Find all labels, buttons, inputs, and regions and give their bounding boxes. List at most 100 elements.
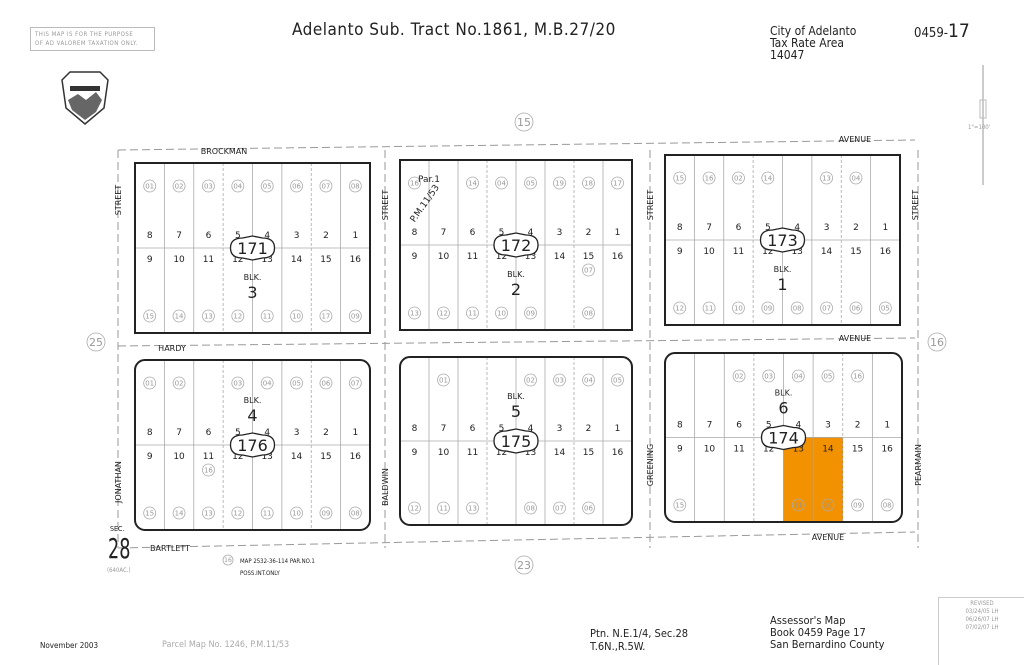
revision-box: REVISED 03/24/05 LH 06/26/07 LH 07/02/07… bbox=[938, 597, 1024, 665]
map-title: Adelanto Sub. Tract No.1861, M.B.27/20 bbox=[292, 20, 616, 40]
parcel-number: 08 bbox=[793, 304, 802, 312]
parcel-number-circle bbox=[143, 506, 157, 520]
lot-number: 12 bbox=[496, 252, 507, 262]
parcel-number-circle bbox=[821, 369, 835, 383]
parcel-number-circle bbox=[851, 498, 864, 512]
lot-number: 2 bbox=[855, 421, 861, 431]
lot-number: 6 bbox=[470, 228, 476, 238]
tax-rate-area-number: 14047 bbox=[770, 48, 805, 62]
parcel-number-circle bbox=[582, 306, 595, 320]
parcel-number: 02 bbox=[735, 372, 744, 380]
parcel-number: 10 bbox=[734, 304, 743, 312]
parcel-number-circle bbox=[553, 501, 566, 515]
parcel-number-circle bbox=[495, 306, 508, 320]
lot-number: 15 bbox=[583, 252, 594, 262]
parcel-number-circle bbox=[761, 301, 775, 315]
book-page-number: 172 bbox=[501, 236, 532, 255]
parcel-number: 08 bbox=[351, 509, 360, 517]
street-name-street: STREET bbox=[381, 190, 390, 221]
assessor-line: Assessor's Map bbox=[770, 614, 846, 627]
block-boundary bbox=[664, 154, 901, 326]
parcel-number-circle bbox=[437, 501, 450, 515]
parcel-number-circle bbox=[702, 301, 716, 315]
book-page-badge bbox=[493, 232, 539, 258]
lot-number: 14 bbox=[291, 255, 303, 265]
parcel-number: 12 bbox=[439, 309, 448, 317]
parcel-number-circle bbox=[880, 498, 894, 512]
parcel-number-circle bbox=[172, 376, 186, 390]
parcel-number: 14 bbox=[468, 179, 477, 187]
lot-number: 3 bbox=[825, 421, 831, 431]
lot-number: 1 bbox=[884, 421, 890, 431]
street-name-avenue: AVENUE bbox=[839, 334, 871, 343]
lot-number: 7 bbox=[706, 223, 712, 233]
parcel-number-circle bbox=[231, 179, 245, 193]
parcel-number: 05 bbox=[292, 379, 301, 387]
parcel-number: 19 bbox=[555, 179, 564, 187]
revision-entry: 06/26/07 LH bbox=[965, 616, 999, 623]
parcel-number: 09 bbox=[853, 501, 862, 509]
block-boundary bbox=[134, 162, 371, 334]
lot-number: 13 bbox=[793, 445, 804, 455]
parcel-number: 03 bbox=[764, 372, 773, 380]
street-name-bartlett: BARTLETT bbox=[150, 544, 190, 553]
lot-number: 9 bbox=[412, 252, 418, 262]
parcel-number: 04 bbox=[497, 179, 506, 187]
lot-number: 2 bbox=[586, 228, 592, 238]
block-label: BLK. bbox=[244, 273, 262, 282]
parcel-number: 13 bbox=[468, 504, 477, 512]
parcel-number-circle bbox=[202, 179, 215, 193]
lot-number: 3 bbox=[824, 223, 830, 233]
parcel-number: 04 bbox=[794, 372, 803, 380]
parcel-number: 05 bbox=[613, 376, 622, 384]
parcel-number-circle bbox=[849, 171, 863, 185]
section-number: 28 bbox=[108, 532, 131, 565]
lot-number: 10 bbox=[173, 452, 185, 462]
note-parcel-circle bbox=[222, 554, 234, 566]
lot-number: 12 bbox=[496, 448, 507, 458]
lot-number: 1 bbox=[882, 223, 888, 233]
parcel-number: 01 bbox=[145, 182, 154, 190]
parcel-number-circle bbox=[437, 373, 450, 387]
parcel-number-circle bbox=[820, 171, 833, 185]
revision-entry: 07/02/07 LH bbox=[965, 624, 999, 631]
parcel-number: 12 bbox=[233, 312, 242, 320]
lot-number: 8 bbox=[412, 228, 418, 238]
block-number: 2 bbox=[511, 280, 521, 299]
parcel-number-circle bbox=[790, 301, 804, 315]
lot-number: 6 bbox=[206, 428, 212, 438]
lot-number: 16 bbox=[612, 448, 624, 458]
lot-number: 14 bbox=[821, 247, 833, 257]
parcel-number: 03 bbox=[233, 379, 242, 387]
book-page-number: 174 bbox=[768, 429, 799, 448]
block-boundary bbox=[399, 356, 633, 526]
portion-description: Ptn. N.E.1/4, Sec.28 T.6N.,R.5W. bbox=[590, 627, 688, 653]
lot-number: 11 bbox=[467, 252, 478, 262]
lot-number: 5 bbox=[235, 428, 241, 438]
lot-number: 13 bbox=[261, 255, 272, 265]
lot-number: 16 bbox=[880, 247, 892, 257]
parcel-number: 01 bbox=[145, 379, 154, 387]
street-name-jonathan: JONATHAN bbox=[114, 461, 123, 504]
lot-number: 14 bbox=[554, 448, 566, 458]
map-number-book: 0459- bbox=[914, 26, 948, 41]
parcel-number: 04 bbox=[263, 379, 272, 387]
lot-number: 7 bbox=[176, 428, 182, 438]
block-boundary bbox=[134, 359, 371, 531]
adjacent-page-south-circle bbox=[514, 555, 534, 575]
parcel-number: 04 bbox=[233, 182, 242, 190]
disclaimer-line: OF AD VALOREM TAXATION ONLY. bbox=[35, 40, 138, 47]
parcel-number-circle bbox=[820, 301, 833, 315]
block-boundary bbox=[399, 159, 633, 331]
lot-number: 15 bbox=[850, 247, 861, 257]
parcel-number-circle bbox=[524, 501, 537, 515]
lot-number: 3 bbox=[294, 428, 300, 438]
book-page-number: 175 bbox=[501, 432, 532, 451]
parcel-number: 15 bbox=[675, 174, 684, 182]
parcel-number-circle bbox=[408, 176, 421, 190]
parcel-number-circle bbox=[231, 309, 245, 323]
parcel-number-circle bbox=[732, 301, 745, 315]
parcel-number-circle bbox=[319, 309, 333, 323]
parcel-number: 09 bbox=[763, 304, 772, 312]
street-name-avenue: AVENUE bbox=[812, 533, 844, 542]
